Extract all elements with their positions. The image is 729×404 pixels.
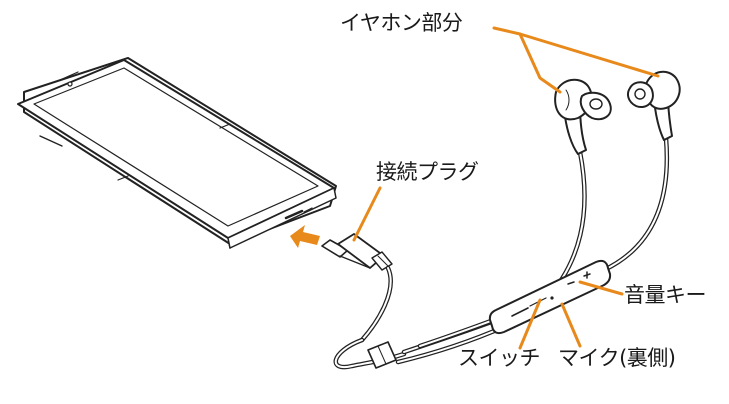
leader-volume-key bbox=[578, 280, 624, 296]
label-volume-key: 音量キー bbox=[624, 283, 707, 307]
leader-switch bbox=[518, 298, 542, 350]
insert-arrow bbox=[290, 225, 320, 248]
leader-earphone-left bbox=[518, 32, 562, 94]
right-earbud bbox=[627, 70, 681, 141]
left-earbud bbox=[554, 78, 612, 155]
leader-mic bbox=[560, 302, 582, 348]
leader-earphone-part bbox=[492, 26, 522, 36]
leader-connector-plug bbox=[352, 186, 382, 242]
smartphone bbox=[17, 57, 337, 249]
leader-lines bbox=[352, 26, 660, 350]
cable-slider bbox=[367, 341, 397, 369]
label-earphone-part: イヤホン部分 bbox=[340, 11, 463, 35]
usb-c-plug bbox=[321, 233, 393, 271]
label-mic-back: マイク(裏側) bbox=[558, 346, 676, 370]
label-connector-plug: 接続プラグ bbox=[376, 160, 479, 184]
inline-remote bbox=[488, 259, 612, 335]
label-switch: スイッチ bbox=[458, 346, 541, 370]
earphone-cables bbox=[333, 135, 670, 370]
leader-earphone-right bbox=[518, 32, 660, 78]
